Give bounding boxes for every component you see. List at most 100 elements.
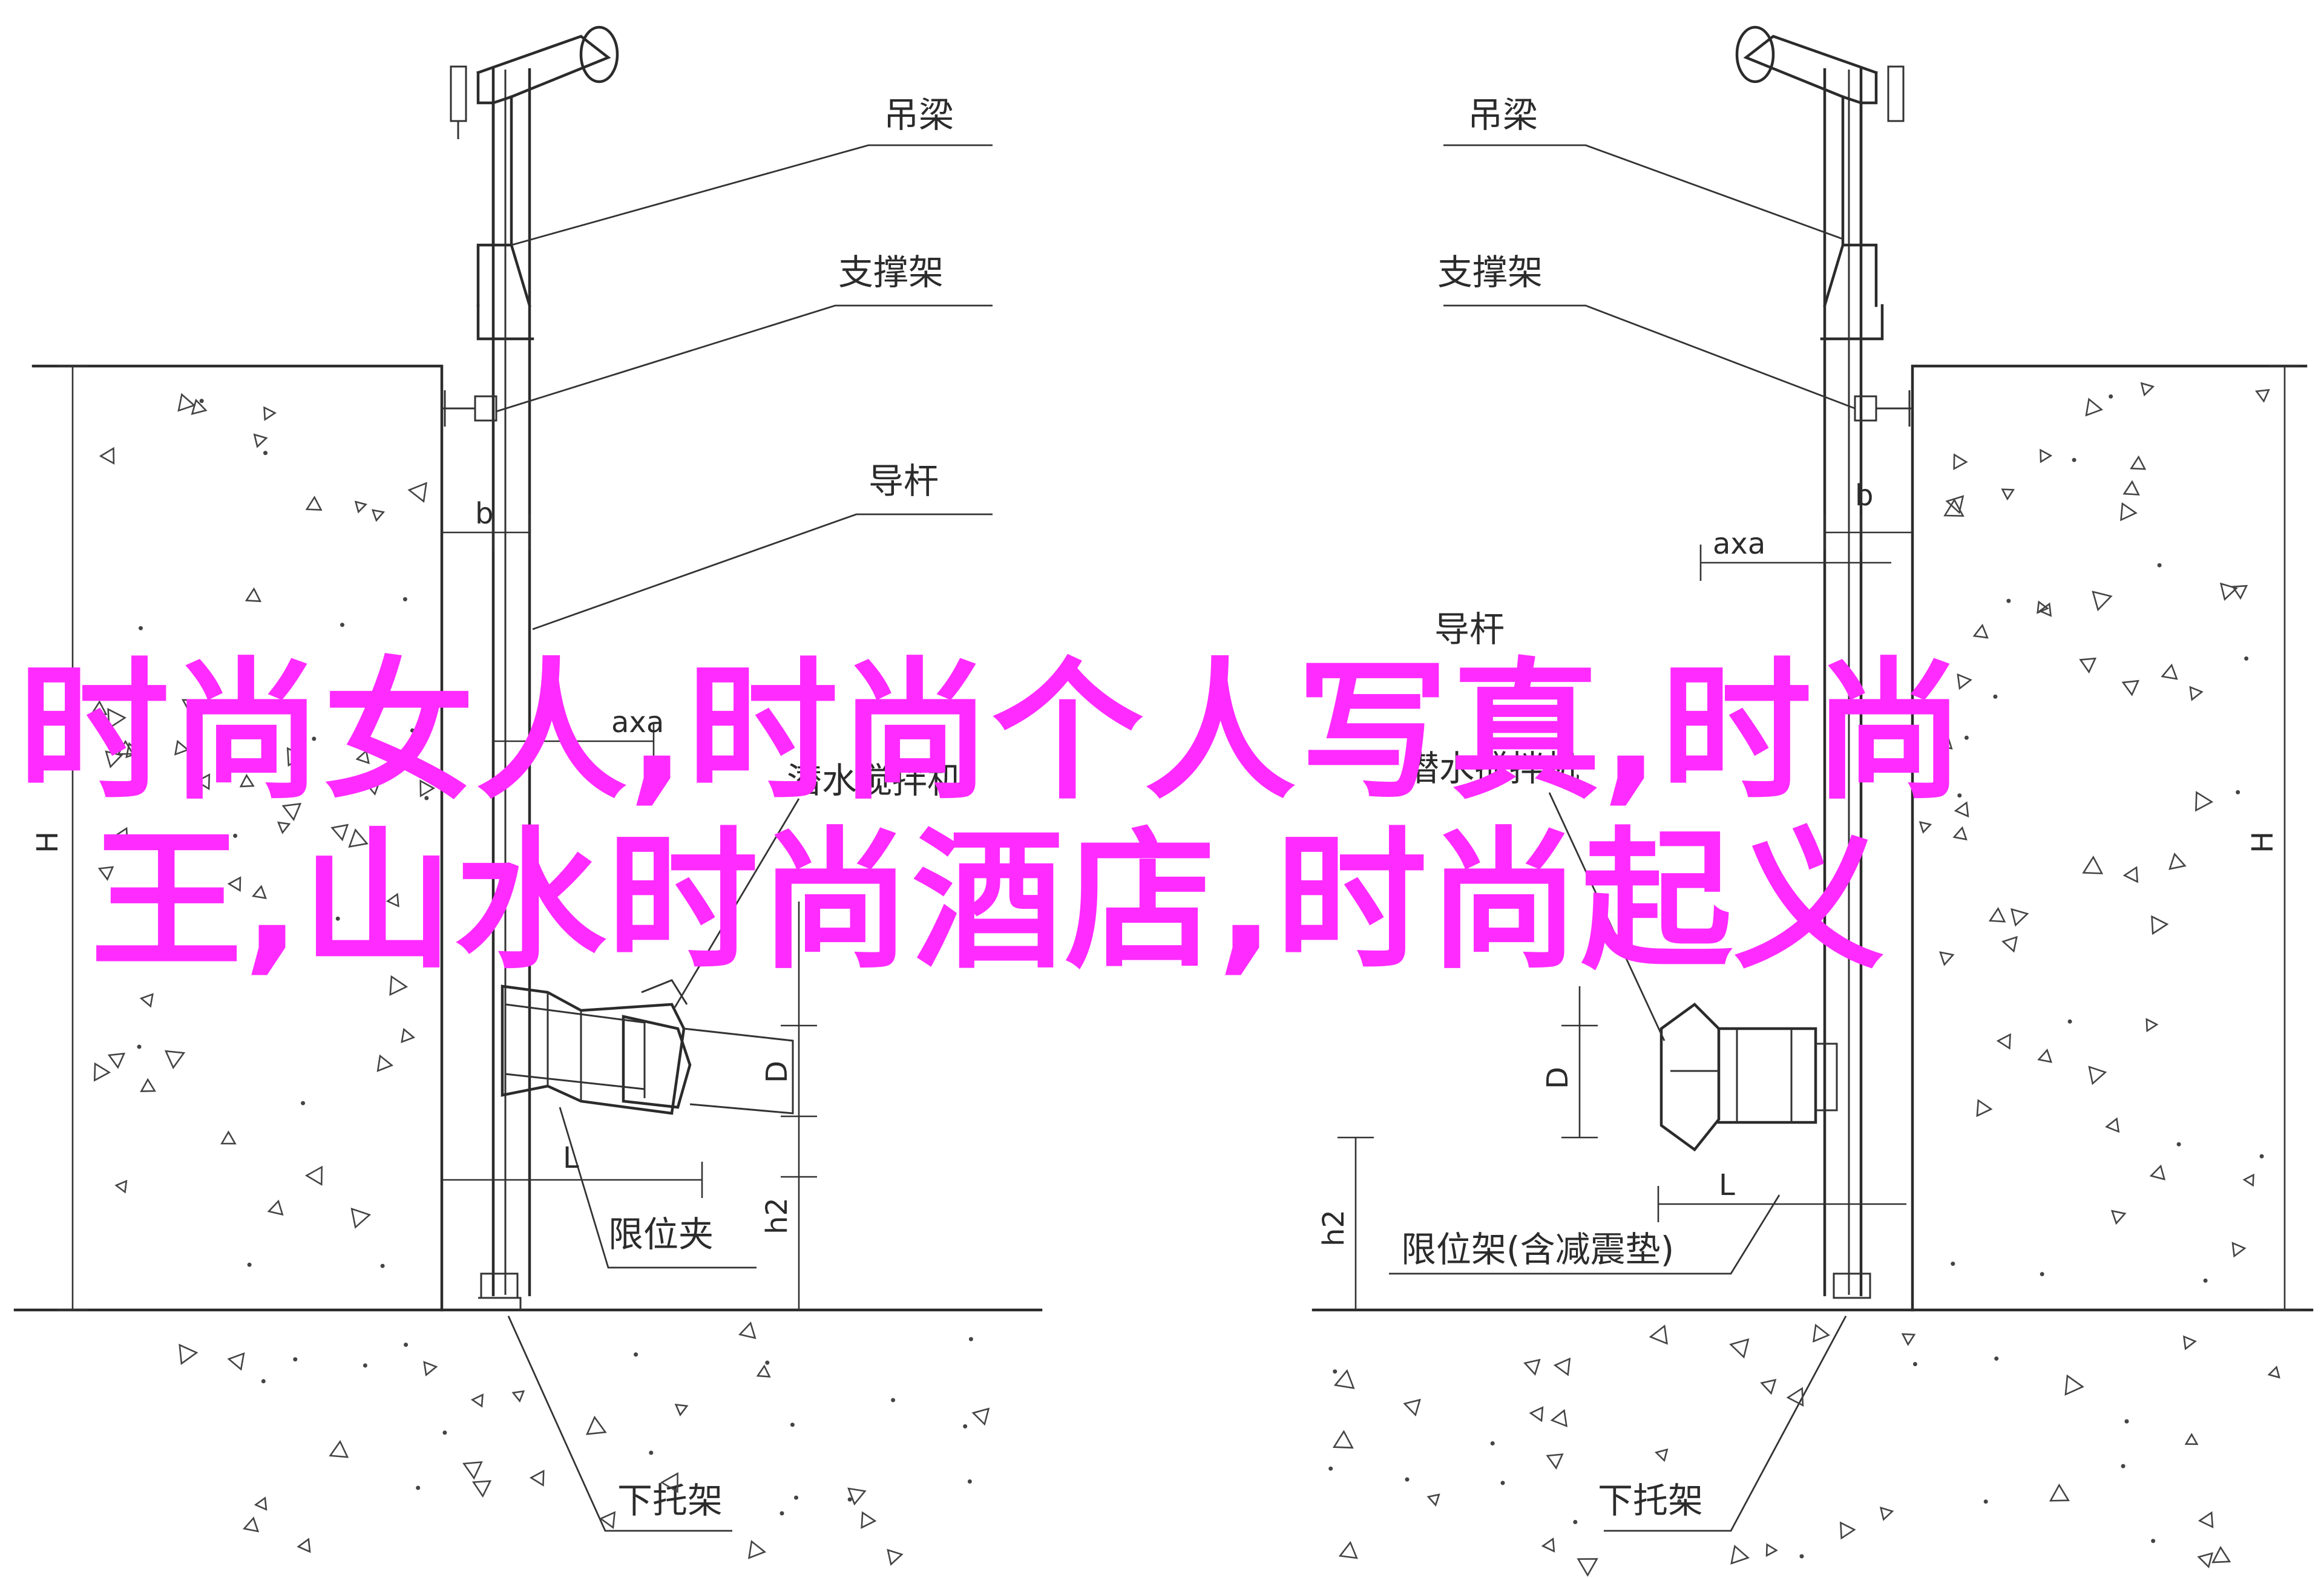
right-leaders xyxy=(1389,144,1856,1532)
fill-mark xyxy=(2231,584,2248,600)
fill-mark xyxy=(2110,1210,2127,1225)
fill-mark xyxy=(423,1361,438,1377)
left-text-labels: 吊梁 支撑架 导杆 潜水搅拌机 限位夹 下托架 b axa H D L h2 xyxy=(31,94,962,1521)
left-label-limit: 限位夹 xyxy=(608,1214,714,1255)
fill-mark xyxy=(350,1207,372,1229)
fill-mark xyxy=(674,1403,689,1416)
fill-dot xyxy=(2072,457,2076,462)
fill-mark xyxy=(1972,623,1989,639)
fill-mark xyxy=(2040,448,2053,463)
fill-dot xyxy=(335,916,340,921)
fill-mark xyxy=(2085,398,2104,417)
fill-mark xyxy=(114,1179,128,1194)
fill-dot xyxy=(139,626,143,630)
fill-mark xyxy=(2122,866,2139,883)
fill-mark xyxy=(2151,915,2169,935)
fill-dot xyxy=(263,451,268,456)
right-hoist-beam-structure xyxy=(1735,25,1905,307)
fill-mark xyxy=(2242,1173,2254,1187)
fill-mark xyxy=(1403,1398,1421,1417)
fill-dot xyxy=(968,1337,973,1341)
fill-mark xyxy=(348,828,369,848)
fill-mark xyxy=(2037,600,2049,614)
fill-dot xyxy=(1951,1262,1955,1266)
fill-mark xyxy=(529,1469,545,1487)
fill-mark xyxy=(330,823,349,842)
fill-mark xyxy=(971,1407,990,1426)
fill-mark xyxy=(1332,1430,1354,1449)
fill-dot xyxy=(1957,793,1962,798)
fill-dot xyxy=(1677,1499,1682,1504)
fill-dot xyxy=(1983,1499,1988,1504)
fill-mark xyxy=(2105,1117,2120,1133)
fill-mark xyxy=(361,775,382,796)
left-bottom-bracket xyxy=(478,1272,522,1310)
left-hoist-beam-structure xyxy=(450,25,619,307)
fill-mark xyxy=(1954,801,1969,818)
fill-mark xyxy=(419,779,436,797)
fill-mark xyxy=(297,1537,311,1553)
left-dim-h2: h2 xyxy=(760,1197,794,1234)
fill-dot xyxy=(790,1422,795,1427)
right-dimensions xyxy=(1338,365,2300,1311)
fill-dot xyxy=(649,1450,654,1455)
fill-mark xyxy=(90,700,108,715)
fill-mark xyxy=(2231,1242,2247,1258)
fill-mark xyxy=(2037,1048,2053,1063)
left-label-mixer: 潜水搅拌机 xyxy=(787,760,962,801)
fill-mark xyxy=(2011,908,2029,927)
fill-mark xyxy=(2140,382,2155,397)
fill-dot xyxy=(1405,1477,1410,1482)
right-mixer-body xyxy=(1659,1003,1838,1152)
fill-dot xyxy=(1328,1466,1333,1471)
left-dim-d: D xyxy=(760,1061,794,1083)
fill-mark xyxy=(376,1054,394,1072)
fill-dot xyxy=(402,597,407,601)
fill-mark xyxy=(253,433,268,448)
fill-mark xyxy=(286,747,304,767)
fill-mark xyxy=(2121,679,2140,696)
fill-dot xyxy=(1912,1362,1917,1366)
fill-mark xyxy=(1550,1409,1568,1427)
fill-mark xyxy=(2001,935,2018,953)
fill-mark xyxy=(2149,1164,2166,1180)
right-tank-wall xyxy=(1911,364,2308,1312)
fill-dot xyxy=(247,1262,252,1267)
fill-mark xyxy=(1988,906,2006,923)
right-bottom-bracket xyxy=(1833,1272,1871,1299)
right-dim-axa: axa xyxy=(1713,527,1765,561)
right-label-bottom-bracket: 下托架 xyxy=(1598,1480,1703,1521)
left-dimensions xyxy=(57,365,817,1311)
fill-mark xyxy=(1765,1543,1778,1557)
left-tank-wall xyxy=(31,364,444,1312)
fill-dot xyxy=(2006,598,2011,603)
fill-mark xyxy=(2049,1483,2070,1502)
fill-mark xyxy=(2198,1511,2214,1528)
fill-dot xyxy=(2121,1464,2125,1468)
fill-mark xyxy=(1945,495,1965,514)
fill-mark xyxy=(1939,951,1955,966)
fill-dot xyxy=(1994,1356,1999,1361)
fill-mark xyxy=(277,821,291,834)
left-label-hoist-beam: 吊梁 xyxy=(884,94,954,136)
fill-mark xyxy=(2122,480,2140,496)
fill-mark xyxy=(181,699,197,712)
fill-mark xyxy=(386,892,399,908)
fill-mark xyxy=(1943,498,1965,517)
fill-mark xyxy=(2255,388,2270,403)
right-label-mixer: 潜水搅拌机 xyxy=(1404,748,1580,789)
fill-mark xyxy=(227,876,241,892)
fill-mark xyxy=(371,509,386,522)
fill-dot xyxy=(442,1430,447,1435)
fill-dot xyxy=(1993,694,1998,699)
left-installation xyxy=(13,25,1043,1532)
fill-dot xyxy=(2259,1154,2264,1159)
fill-mark xyxy=(254,1496,268,1511)
fill-mark xyxy=(227,1352,245,1371)
fill-mark xyxy=(199,699,214,716)
fill-dot xyxy=(634,1352,638,1357)
right-label-support: 支撑架 xyxy=(1437,252,1543,293)
fill-mark xyxy=(329,1439,349,1458)
fill-mark xyxy=(281,802,302,822)
fill-mark xyxy=(1813,1323,1831,1343)
